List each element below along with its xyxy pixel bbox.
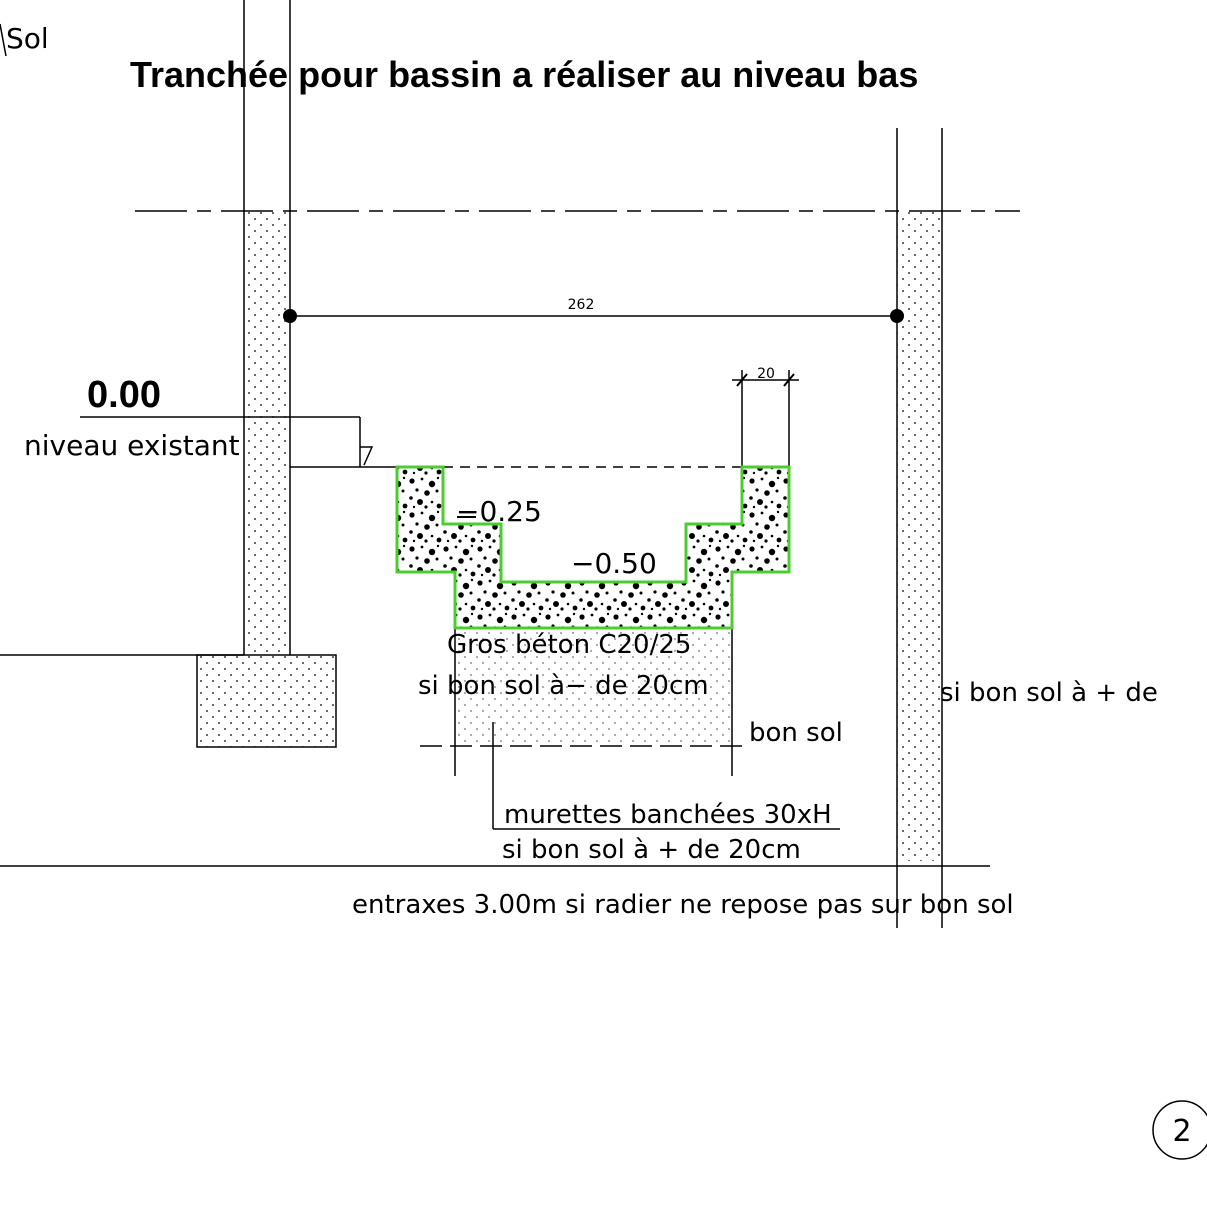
bottom-elevation: −0.50: [571, 547, 657, 580]
drawing-title: Tranchée pour bassin a réaliser au nivea…: [130, 54, 918, 95]
corner-label: Sol: [6, 22, 49, 55]
walls-note-line2: si bon sol à + de 20cm: [502, 835, 801, 865]
level-triangle-icon: [360, 446, 374, 466]
right-condition-note: si bon sol à + de: [940, 678, 1158, 708]
page-number-circle: [1152, 1100, 1207, 1160]
soil-fill: [455, 628, 732, 746]
concrete-condition-note: si bon sol à− de 20cm: [418, 671, 709, 701]
span-dimension-end-right: [890, 309, 904, 323]
span-dimension-end-left: [283, 309, 297, 323]
left-footing: [196, 654, 337, 748]
spacing-note: entraxes 3.00m si radier ne repose pas s…: [352, 890, 1014, 920]
level-label: niveau existant: [24, 429, 240, 462]
step-elevation: −0.25: [456, 495, 542, 528]
concrete-note: Gros béton C20/25: [447, 630, 691, 660]
corner-tick: [0, 23, 7, 57]
concrete-trench-section: [395, 465, 791, 630]
span-dimension-label: 262: [568, 297, 595, 313]
right-wall-fill: [897, 211, 942, 861]
level-value: 0.00: [87, 374, 161, 416]
wall-dim-tick-left: [736, 373, 748, 387]
walls-note-line1: murettes banchées 30xH: [504, 800, 832, 830]
left-wall-fill: [244, 211, 290, 655]
good-soil-note: bon sol: [749, 718, 843, 748]
page-number: 2: [1172, 1114, 1191, 1149]
wall-dim-label: 20: [757, 366, 775, 382]
wall-dim-tick-right: [783, 373, 795, 387]
